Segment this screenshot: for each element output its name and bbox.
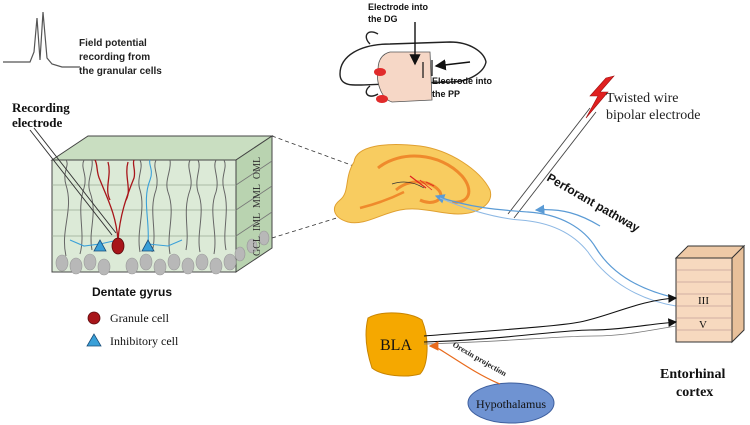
hypothalamus-region (467, 382, 555, 424)
legend-inhibitory-cell-marker (86, 333, 102, 347)
dentate-gyrus-box (50, 135, 274, 273)
layer-label-gcl: GCL (252, 236, 263, 256)
electrode-dg-line2: the DG (368, 14, 398, 24)
layer-label-iml: IML (252, 213, 263, 231)
bla-label: BLA (380, 337, 412, 354)
inhibitory-cell-soma-1 (93, 239, 107, 252)
lightning-bolt-icon (585, 75, 615, 119)
rat-head-diagram (339, 22, 487, 103)
entorhinal-label-line2: cortex (676, 385, 713, 400)
orexin-projection-arrow (428, 341, 501, 385)
entorhinal-layer-5: V (699, 319, 707, 331)
field-potential-line2: recording from (79, 52, 150, 63)
granule-cell-layer-somata (55, 230, 270, 276)
dentate-gyrus-label: Dentate gyrus (92, 285, 172, 299)
field-potential-trace (3, 11, 80, 68)
granule-cell-soma (111, 237, 125, 255)
granule-cell-dendrites (94, 159, 136, 241)
legend-inhibitory-cell-label: Inhibitory cell (110, 334, 179, 348)
entorhinal-cortex-block (674, 244, 746, 344)
perforant-pathway-label: Perforant pathway (545, 170, 643, 235)
perforant-pathway-arrow-2 (439, 197, 677, 307)
electrode-pp-line2: the PP (432, 89, 460, 99)
legend-granule-cell-label: Granule cell (110, 311, 170, 325)
field-potential-line3: the granular cells (79, 66, 162, 77)
orexin-projection-label: Orexin projection (451, 340, 509, 378)
twisted-wire-line2: bipolar electrode (606, 108, 700, 123)
bla-to-ec-arrow-1 (423, 294, 678, 337)
bla-to-ec-arrow-2 (423, 318, 678, 343)
twisted-wire-electrode (507, 107, 591, 215)
hippocampus (333, 144, 492, 224)
dendrites (64, 159, 227, 257)
bla-region (365, 312, 428, 377)
perforant-pathway-arrow-1 (434, 194, 677, 299)
inhibitory-cell-soma-2 (141, 239, 155, 252)
entorhinal-layer-3: III (698, 295, 709, 307)
recording-electrode-wire (29, 129, 113, 236)
legend-granule-cell-marker (87, 311, 101, 325)
twisted-wire-line1: Twisted wire (606, 91, 679, 106)
perforant-pathway-arrow-3 (534, 204, 601, 227)
electrode-dg-line1: Electrode into (368, 2, 429, 12)
entorhinal-label-line1: Entorhinal (660, 367, 725, 382)
layer-label-mml: MML (252, 184, 263, 208)
field-potential-line1: Field potential (79, 38, 147, 49)
recording-electrode-line1: Recording (12, 100, 70, 115)
layer-label-oml: OML (252, 157, 263, 179)
hypothalamus-label: Hypothalamus (476, 397, 546, 411)
electrode-pp-line1: Electrode into (432, 76, 493, 86)
recording-electrode-line2: electrode (12, 115, 63, 130)
